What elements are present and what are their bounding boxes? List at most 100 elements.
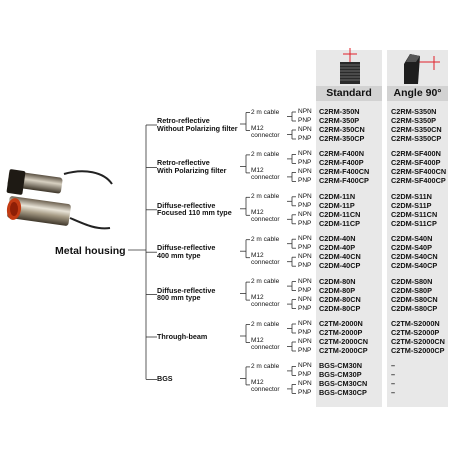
angle-model: C2DM-S11P: [391, 200, 432, 210]
angle-header: Angle 90°: [387, 86, 448, 101]
category-label: Diffuse-reflective: [157, 285, 216, 295]
cable-label: 2 m cable: [251, 320, 280, 328]
standard-model: C2RM-350CP: [319, 134, 365, 143]
connector-label: connector: [251, 301, 280, 309]
standard-model: C2DM-11P: [319, 200, 355, 210]
connector-label: connector: [251, 173, 280, 181]
pnp-label: PNP: [298, 135, 312, 142]
pnp-label: PNP: [298, 117, 312, 124]
angle-model: C2RM-SF400CP: [391, 176, 446, 186]
angle-model: –: [391, 379, 396, 389]
category-label: Focused 110 mm type: [157, 208, 232, 218]
angle-model: C2RM-SF400P: [391, 158, 441, 168]
angle-model: C2DM-S80CN: [391, 294, 438, 304]
npn-label: NPN: [298, 380, 312, 388]
m12-label: M12: [251, 124, 264, 132]
cable-label: 2 m cable: [251, 193, 280, 201]
npn-label: NPN: [298, 277, 312, 285]
standard-model: C2RM-350CN: [319, 125, 365, 134]
pnp-label: PNP: [298, 201, 312, 209]
category-label: Retro-reflective: [157, 116, 210, 125]
category-label: 400 mm type: [157, 250, 201, 260]
connector-label: connector: [251, 131, 280, 139]
m12-label: M12: [251, 336, 264, 344]
pnp-label: PNP: [298, 286, 312, 294]
standard-model: C2TM-2000P: [319, 328, 363, 337]
angle-model: –: [391, 370, 396, 380]
category-label: Retro-reflective: [157, 158, 210, 168]
standard-model: C2DM-80N: [319, 276, 356, 286]
standard-header: Standard: [316, 86, 382, 101]
standard-model: C2DM-40P: [319, 243, 356, 253]
pnp-label: PNP: [298, 371, 312, 379]
npn-label: NPN: [298, 320, 312, 327]
npn-label: NPN: [298, 235, 312, 243]
sensor-photo: [6, 169, 113, 230]
angle-model: C2DM-S40CN: [391, 252, 438, 262]
angle-model: C2DM-S40CP: [391, 261, 438, 271]
pnp-label: PNP: [298, 177, 312, 185]
category-label: 800 mm type: [157, 293, 201, 303]
connector-label: connector: [251, 385, 280, 393]
angle-model: C2RM-SF400CN: [391, 167, 447, 177]
pnp-label: PNP: [298, 347, 312, 354]
standard-model: BGS-CM30CN: [319, 379, 368, 389]
npn-label: NPN: [298, 126, 312, 133]
standard-model: C2DM-40CP: [319, 261, 361, 271]
m12-label: M12: [251, 251, 264, 259]
standard-column: [316, 50, 382, 407]
npn-label: NPN: [298, 150, 312, 158]
angle-column: [387, 50, 448, 407]
standard-model: C2RM-F400N: [319, 149, 365, 159]
pnp-label: PNP: [298, 244, 312, 252]
npn-label: NPN: [298, 253, 312, 261]
standard-model: C2DM-80CP: [319, 303, 361, 313]
category-label: BGS: [157, 374, 173, 384]
npn-label: NPN: [298, 168, 312, 176]
standard-model: C2DM-11N: [319, 191, 356, 201]
npn-label: NPN: [298, 192, 312, 200]
standard-model: C2TM-2000CP: [319, 346, 368, 355]
standard-sensor-icon: [340, 48, 360, 84]
npn-label: NPN: [298, 362, 312, 370]
standard-model: BGS-CM30P: [319, 370, 362, 380]
pnp-label: PNP: [298, 304, 312, 312]
category-label: Without Polarizing filter: [157, 123, 238, 133]
angle-model: C2TM-S2000N: [391, 319, 440, 328]
angle-model: C2DM-S40P: [391, 243, 432, 253]
standard-model: C2DM-80P: [319, 285, 356, 295]
standard-model: C2DM-11CP: [319, 218, 360, 228]
angle-model: C2DM-S40N: [391, 234, 433, 244]
cable-label: 2 m cable: [251, 108, 280, 116]
standard-model: C2RM-F400CP: [319, 176, 369, 186]
standard-model: C2DM-40N: [319, 234, 356, 244]
m12-label: M12: [251, 166, 264, 174]
npn-label: NPN: [298, 295, 312, 303]
category-label: Through-beam: [157, 332, 208, 341]
standard-model: BGS-CM30N: [319, 361, 362, 371]
angle-model: C2DM-S11CP: [391, 218, 437, 228]
angle-sensor-icon: [404, 54, 440, 84]
connector-label: connector: [251, 258, 280, 266]
angle-model: –: [391, 388, 396, 398]
category-label: Diffuse-reflective: [157, 243, 216, 253]
angle-model: C2RM-S350CN: [391, 125, 442, 134]
pnp-label: PNP: [298, 329, 312, 336]
pnp-label: PNP: [298, 389, 312, 397]
cable-label: 2 m cable: [251, 235, 280, 243]
standard-model: BGS-CM30CP: [319, 388, 367, 398]
angle-model: C2RM-S350N: [391, 107, 437, 116]
standard-model: C2DM-40CN: [319, 252, 361, 262]
angle-model: C2RM-SF400N: [391, 149, 441, 159]
m12-label: M12: [251, 209, 264, 217]
npn-label: NPN: [298, 338, 312, 345]
cable-label: 2 m cable: [251, 150, 280, 158]
angle-model: C2TM-S2000P: [391, 328, 440, 337]
cable-label: 2 m cable: [251, 362, 280, 370]
standard-model: C2RM-F400P: [319, 158, 364, 168]
angle-model: C2TM-S2000CP: [391, 346, 445, 355]
angle-model: C2DM-S11N: [391, 191, 432, 201]
angle-model: C2RM-S350P: [391, 116, 437, 125]
